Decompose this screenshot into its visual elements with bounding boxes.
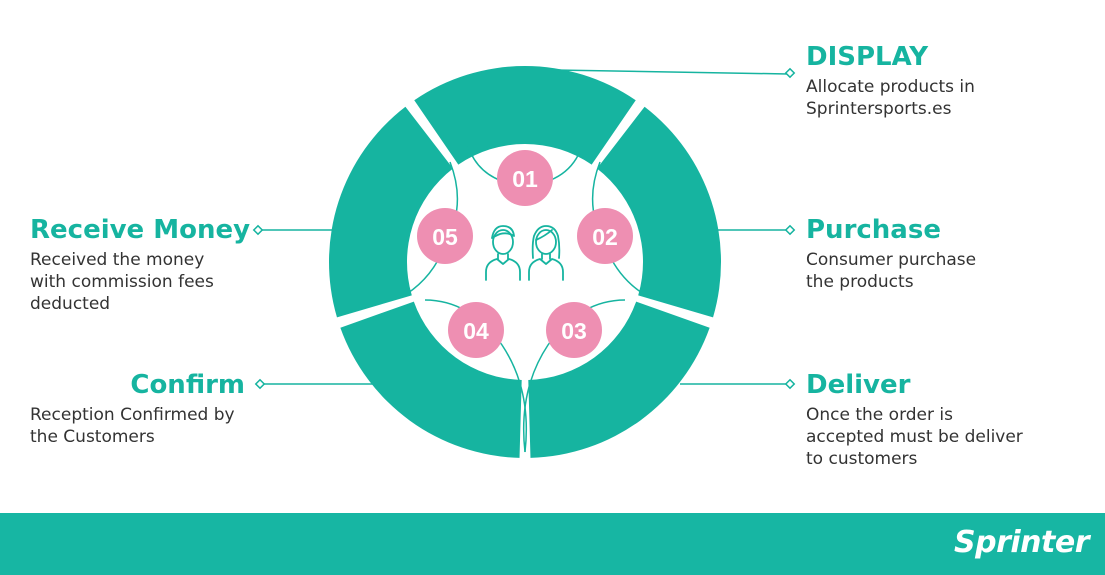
step-confirm: Confirm Reception Confirmed by the Custo… bbox=[30, 370, 245, 448]
step-title: Receive Money bbox=[30, 215, 251, 245]
two-people-icon bbox=[485, 225, 564, 281]
step-receive-money: Receive Money Received the money with co… bbox=[30, 215, 251, 315]
ring-segment-confirm bbox=[340, 301, 522, 458]
sprinter-logo: Sprinter bbox=[954, 525, 1090, 560]
step-description: Consumer purchase the products bbox=[806, 250, 977, 292]
step-title: Purchase bbox=[806, 215, 941, 245]
badge-number: 05 bbox=[432, 224, 458, 250]
connector-dot bbox=[252, 224, 264, 236]
connector-dot bbox=[784, 378, 796, 390]
connector-display bbox=[554, 69, 789, 75]
badge-03: 03 bbox=[546, 302, 602, 358]
step-title: Deliver bbox=[806, 370, 911, 400]
connector-dot bbox=[784, 224, 796, 236]
footer-bar: Sprinter bbox=[0, 513, 1105, 575]
ring-segment-display bbox=[414, 66, 636, 165]
ring bbox=[328, 66, 721, 458]
badge-circle bbox=[546, 302, 602, 358]
step-title: DISPLAY bbox=[806, 42, 929, 72]
step-badges: 01 02 03 04 05 bbox=[417, 150, 633, 358]
badge-05: 05 bbox=[417, 208, 473, 264]
step-title: Confirm bbox=[130, 370, 245, 400]
badge-02: 02 bbox=[577, 208, 633, 264]
badge-circle bbox=[448, 302, 504, 358]
badge-number: 04 bbox=[463, 318, 489, 344]
step-deliver: Deliver Once the order is accepted must … bbox=[806, 370, 1066, 470]
cycle-diagram: 01 02 03 04 05 bbox=[252, 66, 796, 458]
badge-circle bbox=[577, 208, 633, 264]
connector-lines bbox=[258, 69, 790, 385]
ring-segment-receive-money bbox=[328, 106, 454, 318]
connector-dots bbox=[252, 67, 796, 390]
inner-curve bbox=[424, 299, 528, 453]
step-description: Reception Confirmed by the Customers bbox=[30, 405, 235, 447]
step-purchase: Purchase Consumer purchase the products bbox=[806, 215, 1066, 293]
badge-number: 01 bbox=[512, 166, 538, 192]
badge-circle bbox=[497, 150, 553, 206]
connector-dot bbox=[254, 378, 266, 390]
connector-dot bbox=[784, 67, 796, 79]
step-description: Allocate products in Sprintersports.es bbox=[806, 77, 975, 119]
badge-01: 01 bbox=[497, 150, 553, 206]
badge-number: 02 bbox=[592, 224, 618, 250]
ring-segment-purchase bbox=[596, 106, 721, 318]
step-description: Received the money with commission fees … bbox=[30, 250, 214, 314]
badge-04: 04 bbox=[448, 302, 504, 358]
step-display: DISPLAY Allocate products in Sprinterspo… bbox=[806, 42, 1066, 120]
badge-number: 03 bbox=[561, 318, 587, 344]
ring-segment-deliver bbox=[528, 301, 710, 458]
step-description: Once the order is accepted must be deliv… bbox=[806, 405, 1023, 469]
badge-circle bbox=[417, 208, 473, 264]
inner-curve bbox=[522, 299, 626, 453]
